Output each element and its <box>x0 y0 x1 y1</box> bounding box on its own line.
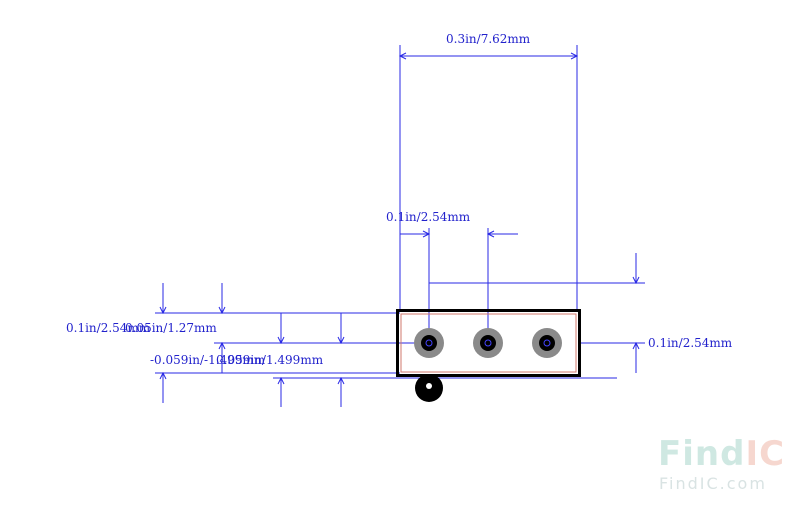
row-pitch-label: 0.3in/7.62mm <box>446 32 531 46</box>
findic-url: FindIC.com <box>659 474 767 493</box>
pin-1 <box>414 328 444 358</box>
left-dimensions: 0.1in/2.54mm 0.05in/1.27mm -0.059in/-1.4… <box>66 283 617 407</box>
findic-logo: FindIC <box>658 434 785 474</box>
row-pitch-dimension: 0.3in/7.62mm <box>398 32 579 312</box>
pin-pitch-dimension: 0.1in/2.54mm <box>386 210 518 343</box>
pin-pitch-label: 0.1in/2.54mm <box>386 210 471 224</box>
logo-part-2: IC <box>745 434 786 474</box>
pin-3 <box>532 328 562 358</box>
left-label-2b: 0.059in/1.499mm <box>216 353 324 367</box>
right-height-label: 0.1in/2.54mm <box>648 336 733 350</box>
pin-2 <box>473 328 503 358</box>
left-label-2a: -0.059in/-1.499mm <box>150 353 266 367</box>
left-label-1b: 0.05in/1.27mm <box>125 321 217 335</box>
logo-part-1: Find <box>658 434 746 474</box>
package-body <box>396 309 581 377</box>
left-label-1a: 0.1in/2.54mm <box>66 321 151 335</box>
right-height-dimension: 0.1in/2.54mm <box>429 253 733 373</box>
pin1-marker <box>415 374 443 402</box>
